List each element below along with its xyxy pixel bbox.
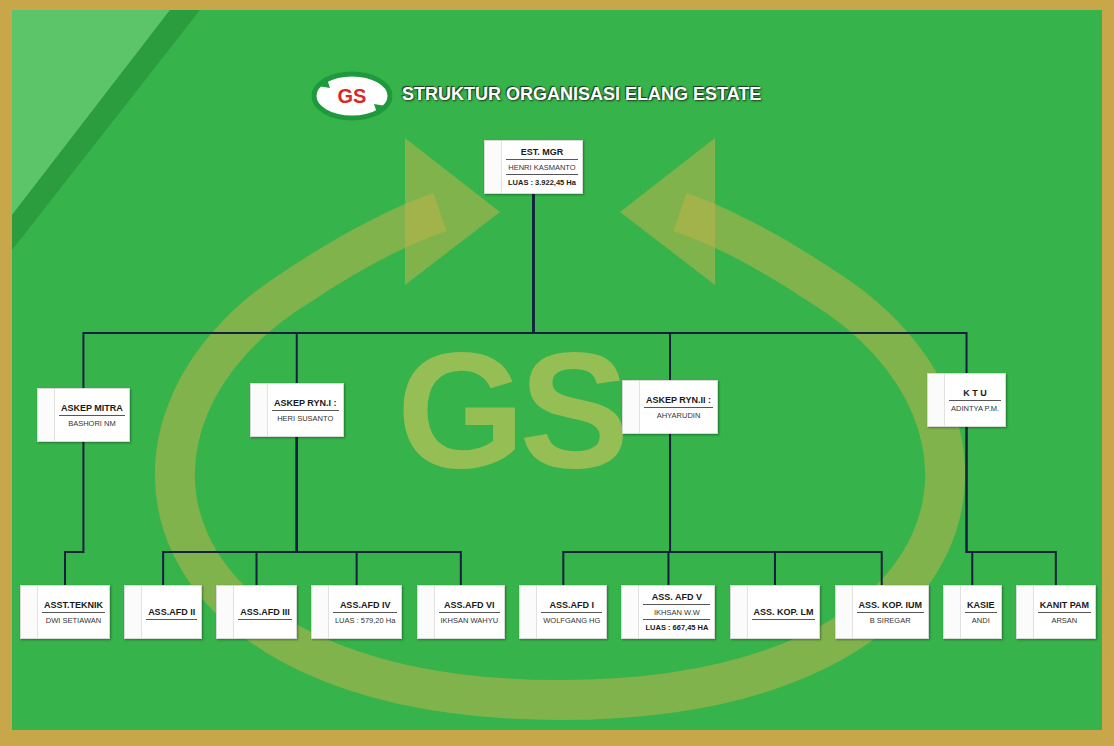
card-text-column: ASS.AFD IVLUAS : 579,20 Ha <box>328 586 401 638</box>
position-title: ASKEP RYN.II : <box>644 393 713 408</box>
card-detail: BASHORI NM <box>59 416 125 430</box>
position-title: ASS.AFD I <box>541 598 602 613</box>
card-detail: LUAS : 667,45 HA <box>643 619 710 634</box>
card-text-column: K T UADINTYA P.M. <box>944 374 1005 426</box>
photo-slot <box>125 586 141 638</box>
card-text-column: ASS. KOP. IUMB SIREGAR <box>852 586 928 638</box>
card-detail: ARSAN <box>1038 613 1091 627</box>
position-card: K T UADINTYA P.M. <box>927 373 1006 427</box>
position-card: ASS.AFD III <box>216 585 297 639</box>
green-panel <box>12 10 1102 730</box>
card-detail: HERI SUSANTO <box>272 411 339 425</box>
card-detail: IKHSAN W.W <box>643 605 710 619</box>
position-card: ASST.TEKNIKDWI SETIAWAN <box>20 585 110 639</box>
card-detail: ADINTYA P.M. <box>949 401 1001 415</box>
position-card: KASIEANDI <box>943 585 1002 639</box>
card-detail: LUAS : 579,20 Ha <box>333 613 397 627</box>
position-title: K T U <box>949 386 1001 401</box>
card-detail: B SIREGAR <box>857 613 924 627</box>
logo-ring <box>314 74 390 118</box>
photo-slot <box>944 586 960 638</box>
card-text-column: ASKEP RYN.II :AHYARUDIN <box>639 381 717 433</box>
logo-arrow <box>318 76 330 88</box>
card-detail: DWI SETIAWAN <box>42 613 105 627</box>
photo-slot <box>623 381 639 433</box>
position-title: ASS. KOP. LM <box>752 605 816 620</box>
card-detail: HENRI KASMANTO <box>506 160 578 174</box>
photo-slot <box>622 586 638 638</box>
card-text-column: EST. MGRHENRI KASMANTOLUAS : 3.922,45 Ha <box>501 141 582 193</box>
position-card: KANIT PAMARSAN <box>1016 585 1096 639</box>
position-card: ASS.AFD IVLUAS : 579,20 Ha <box>311 585 402 639</box>
photo-slot <box>217 586 233 638</box>
photo-slot <box>836 586 852 638</box>
card-text-column: KANIT PAMARSAN <box>1033 586 1095 638</box>
card-text-column: ASKEP MITRABASHORI NM <box>54 389 129 441</box>
position-title: ASS.AFD IV <box>333 598 397 613</box>
card-text-column: ASS. AFD VIKHSAN W.WLUAS : 667,45 HA <box>638 586 714 638</box>
watermark-text: GS <box>380 330 640 490</box>
logo-text: GS <box>322 84 382 108</box>
org-connector <box>163 437 297 585</box>
photo-slot <box>1017 586 1033 638</box>
logo-arrow <box>374 104 386 116</box>
card-detail: AHYARUDIN <box>644 408 713 422</box>
card-text-column: ASS.AFD III <box>233 586 296 638</box>
position-title: KANIT PAM <box>1038 598 1091 613</box>
card-text-column: ASS.AFD VIIKHSAN WAHYU <box>434 586 505 638</box>
org-connector <box>297 437 357 585</box>
photo-slot <box>312 586 328 638</box>
card-text-column: ASST.TEKNIKDWI SETIAWAN <box>37 586 109 638</box>
arrow-head <box>620 138 715 285</box>
card-detail: WOLFGANG HG <box>541 613 602 627</box>
org-connector <box>670 434 882 585</box>
position-card: ASS. KOP. LM <box>730 585 821 639</box>
position-card: ASS. AFD VIKHSAN W.WLUAS : 667,45 HA <box>621 585 715 639</box>
photo-slot <box>731 586 747 638</box>
photo-slot <box>21 586 37 638</box>
org-connector <box>65 442 83 585</box>
card-detail: LUAS : 3.922,45 Ha <box>506 174 578 189</box>
photo-slot <box>418 586 434 638</box>
dark-band <box>12 10 200 250</box>
position-title: KASIE <box>965 598 997 613</box>
card-detail: ANDI <box>965 613 997 627</box>
position-card: EST. MGRHENRI KASMANTOLUAS : 3.922,45 Ha <box>484 140 583 194</box>
card-text-column: ASS.AFD IWOLFGANG HG <box>536 586 606 638</box>
position-title: ASS.AFD VI <box>439 598 501 613</box>
position-card: ASS.AFD IWOLFGANG HG <box>519 585 607 639</box>
position-title: ASKEP MITRA <box>59 401 125 416</box>
position-title: ASST.TEKNIK <box>42 598 105 613</box>
position-card: ASKEP RYN.II :AHYARUDIN <box>622 380 718 434</box>
position-title: ASS.AFD III <box>238 605 292 620</box>
position-card: ASS. KOP. IUMB SIREGAR <box>835 585 929 639</box>
position-title: ASS. KOP. IUM <box>857 598 924 613</box>
position-card: ASS.AFD II <box>124 585 202 639</box>
photo-slot <box>251 384 267 436</box>
position-title: ASS. AFD V <box>643 590 710 605</box>
org-connector <box>670 434 775 585</box>
photo-slot <box>928 374 944 426</box>
chart-title: STRUKTUR ORGANISASI ELANG ESTATE <box>402 84 761 105</box>
position-card: ASKEP MITRABASHORI NM <box>37 388 130 442</box>
position-card: ASKEP RYN.I :HERI SUSANTO <box>250 383 344 437</box>
card-text-column: ASS. KOP. LM <box>747 586 820 638</box>
position-card: ASS.AFD VIIKHSAN WAHYU <box>417 585 506 639</box>
org-connector <box>257 437 297 585</box>
card-text-column: ASS.AFD II <box>141 586 201 638</box>
org-connector <box>967 427 1056 585</box>
position-title: EST. MGR <box>506 145 578 160</box>
photo-slot <box>520 586 536 638</box>
photo-slot <box>485 141 501 193</box>
card-text-column: ASKEP RYN.I :HERI SUSANTO <box>267 384 343 436</box>
card-text-column: KASIEANDI <box>960 586 1001 638</box>
arrow-head <box>405 138 500 285</box>
photo-slot <box>38 389 54 441</box>
position-title: ASKEP RYN.I : <box>272 396 339 411</box>
position-title: ASS.AFD II <box>146 605 197 620</box>
card-detail: IKHSAN WAHYU <box>439 613 501 627</box>
